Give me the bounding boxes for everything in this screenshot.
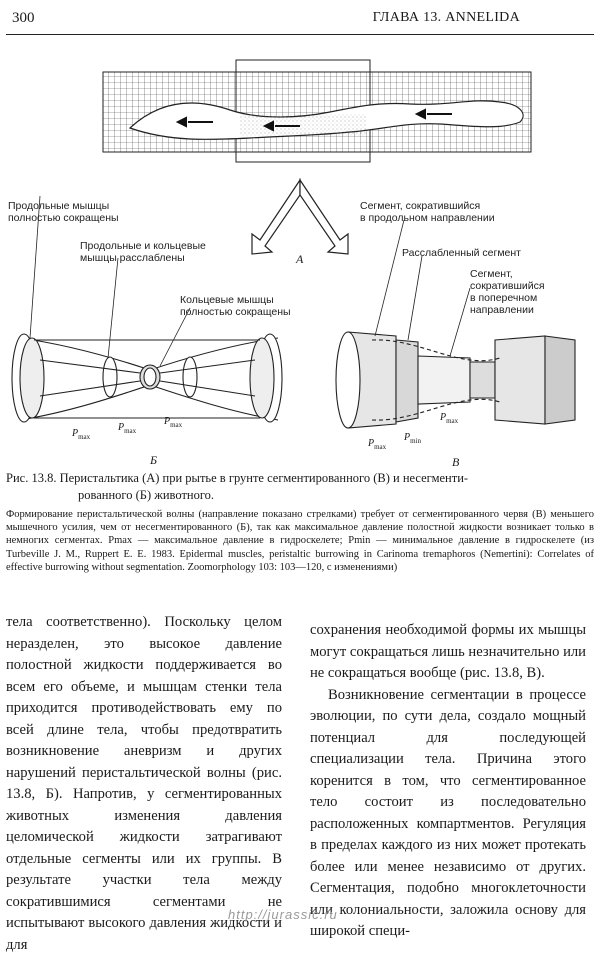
pmin-label: Pmin bbox=[404, 432, 421, 445]
left-column-text: тела соответственно). Поскольку целом не… bbox=[6, 612, 282, 956]
label-relaxed-segment: Расслабленный сегмент bbox=[402, 247, 521, 259]
pmax-label: Pmax bbox=[440, 412, 459, 425]
panel-b-drawing bbox=[11, 333, 283, 423]
page-header: 300 ГЛАВА 13. ANNELIDA bbox=[6, 4, 594, 35]
watermark: http://jurassic.ru bbox=[228, 907, 338, 922]
panel-v-drawing bbox=[335, 331, 576, 429]
paragraph: сохранения необходимой формы их мышцы мо… bbox=[310, 622, 586, 681]
figure-13-8 bbox=[11, 59, 576, 429]
pmax-label: Pmax bbox=[118, 422, 137, 435]
right-column-text: сохранения необходимой формы их мышцы мо… bbox=[310, 620, 586, 943]
paragraph: тела соответственно). Поскольку целом не… bbox=[6, 614, 282, 953]
page-number: 300 bbox=[12, 10, 35, 26]
center-arrows bbox=[251, 178, 349, 255]
pmax-label: Pmax bbox=[72, 428, 91, 441]
figure-caption: Рис. 13.8. Перистальтика (А) при рытье в… bbox=[6, 471, 469, 502]
pmax-label: Pmax bbox=[368, 438, 387, 451]
chapter-title: ГЛАВА 13. ANNELIDA bbox=[372, 10, 520, 25]
panel-b-label: Б bbox=[150, 453, 158, 467]
paragraph: Возникновение сегментации в процессе эво… bbox=[310, 686, 586, 940]
pmax-label: Pmax bbox=[164, 416, 183, 429]
figure-note: Формирование перистальтической волны (на… bbox=[6, 509, 594, 573]
panel-v-label: В bbox=[452, 455, 460, 469]
panel-a-drawing bbox=[102, 59, 532, 163]
leader-lines bbox=[29, 195, 471, 367]
panel-a-label: А bbox=[296, 252, 304, 266]
